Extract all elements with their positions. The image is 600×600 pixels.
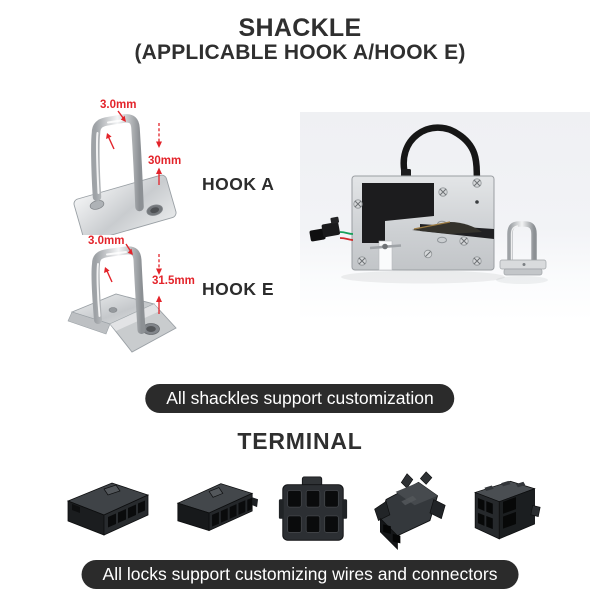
hook-a-photo: 3.0mm 30mm bbox=[73, 99, 181, 235]
lock-screws bbox=[353, 178, 482, 266]
page-subtitle: (APPLICABLE HOOK A/HOOK E) bbox=[134, 41, 466, 64]
hook-e-height-label: 31.5mm bbox=[152, 275, 195, 287]
hook-a-base-plate bbox=[73, 174, 177, 235]
hook-e-wire-diameter-label: 3.0mm bbox=[88, 235, 124, 247]
hook-e-dimension-annotations: 3.0mm 31.5mm bbox=[88, 235, 195, 314]
hook-e-label: HOOK E bbox=[202, 279, 275, 299]
locks-banner: All locks support customizing wires and … bbox=[81, 560, 519, 589]
hook-a-dimension-annotations: 3.0mm 30mm bbox=[100, 99, 181, 185]
page-title: SHACKLE bbox=[238, 14, 362, 42]
hook-a-label: HOOK A bbox=[202, 174, 275, 194]
hook-e-photo: 3.0mm 31.5mm bbox=[67, 235, 195, 353]
hook-a-height-label: 30mm bbox=[148, 155, 181, 167]
electronic-lock-illustration bbox=[309, 124, 548, 284]
lock-body bbox=[351, 175, 495, 271]
terminal-connector-flat-4-slot bbox=[66, 482, 150, 536]
lock-photo bbox=[300, 112, 590, 321]
terminal-section-title: TERMINAL bbox=[237, 428, 363, 454]
hook-a-wire-diameter-label: 3.0mm bbox=[100, 99, 136, 111]
terminal-connector-2-pin-winged bbox=[373, 471, 446, 550]
hook-e-u-bar bbox=[91, 246, 146, 334]
terminal-connectors-row bbox=[58, 462, 542, 560]
terminal-connector-long-5-slot bbox=[176, 483, 258, 532]
terminal-connector-6-pin-front bbox=[278, 476, 348, 541]
lock-cable bbox=[400, 124, 481, 182]
wire-connector bbox=[309, 216, 354, 242]
shackles-banner: All shackles support customization bbox=[145, 384, 455, 413]
hook-e-bent-plate bbox=[67, 293, 177, 353]
spare-shackle bbox=[499, 221, 547, 276]
terminal-connector-6-pin-angled bbox=[474, 480, 541, 540]
hook-a-u-bar bbox=[91, 114, 144, 212]
